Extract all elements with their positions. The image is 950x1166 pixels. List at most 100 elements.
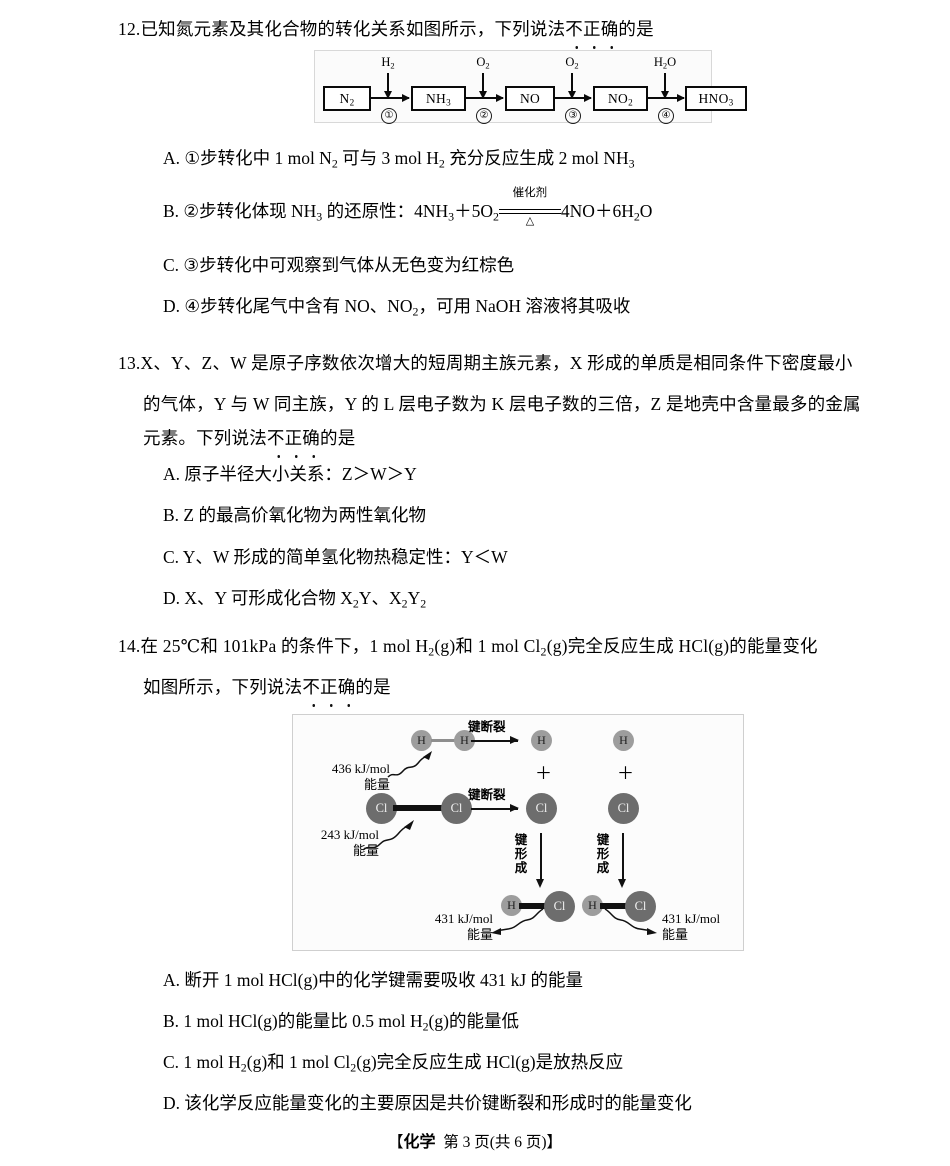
question-13-number: 13.	[118, 353, 141, 373]
chem-box-nh3: NH3	[411, 86, 466, 111]
atom-chlorine-product-1: Cl	[526, 793, 557, 824]
arrow-form-left	[536, 833, 544, 888]
atom-hydrogen-hcl-right: H	[582, 895, 603, 916]
chem-box-n2: N2	[323, 86, 371, 111]
reagent-arrow-2	[478, 73, 487, 99]
question-14-option-c: C. 1 mol H2(g)和 1 mol Cl2(g)完全反应生成 HCl(g…	[163, 1052, 624, 1075]
reaction-condition: 催化剂 △	[498, 187, 561, 227]
squiggle-arrow-431-right	[604, 908, 657, 935]
energy-label-436: 436 kJ/mol 能量	[306, 761, 390, 793]
atom-hydrogen-left: H	[411, 730, 432, 751]
label-bond-break-cl2: 键断裂	[468, 788, 506, 802]
question-13-option-d: D. X、Y 可形成化合物 X2Y、X2Y2	[163, 588, 427, 611]
step-circle-2: ②	[476, 108, 492, 124]
condition-heat: △	[525, 214, 535, 227]
energy-label-243: 243 kJ/mol 能量	[295, 827, 379, 859]
energy-label-431-right: 431 kJ/mol 能量	[662, 911, 740, 943]
figure-hcl-bond-energy: H H 键断裂 H H 436 kJ/mol 能量 Cl Cl 键断裂 Cl C…	[292, 714, 744, 951]
question-13-emphasis: 不正确	[267, 425, 320, 458]
energy-value-431-right: 431 kJ/mol	[662, 911, 721, 926]
bond-form-char-1b: 形	[514, 847, 528, 861]
question-13-stem-line-2: 的气体，Y 与 W 同主族，Y 的 L 层电子数为 K 层电子数的三倍，Z 是地…	[143, 394, 861, 414]
question-12-stem: 12.已知氮元素及其化合物的转化关系如图所示，下列说法不正确的是	[118, 16, 654, 49]
question-13-stem-line-1: 13.X、Y、Z、W 是原子序数依次增大的短周期主族元素，X 形成的单质是相同条…	[118, 350, 853, 376]
question-13-stem-after: 的是	[320, 428, 356, 448]
question-14-stem-after: 的是	[355, 677, 391, 697]
plus-sign-right: ＋	[617, 764, 634, 783]
step-circle-4: ④	[658, 108, 674, 124]
question-13-option-a: A. 原子半径大小关系：Z＞W＞Y	[163, 464, 417, 484]
equation-double-line	[498, 208, 561, 214]
page-footer: 【化学 第 3 页(共 6 页)】	[0, 1128, 950, 1152]
atom-chlorine-hcl-right: Cl	[625, 891, 656, 922]
question-13-option-c: C. Y、W 形成的简单氢化物热稳定性：Y＜W	[163, 547, 508, 567]
energy-label-431-left: 431 kJ/mol 能量	[403, 911, 493, 943]
energy-value-436: 436 kJ/mol	[331, 761, 390, 776]
bond-form-char-2b: 形	[596, 847, 610, 861]
bond-form-char-1a: 键	[514, 833, 528, 847]
arrow-break-cl2	[471, 804, 519, 812]
energy-value-431-left: 431 kJ/mol	[434, 911, 493, 926]
arrow-form-right	[618, 833, 626, 888]
reagent-arrow-4	[660, 73, 669, 99]
question-14-stem-line-2: 如图所示，下列说法不正确的是	[143, 674, 391, 707]
energy-unit-436: 能量	[363, 777, 390, 792]
question-14-emphasis: 不正确	[302, 674, 355, 707]
question-12-number: 12.	[118, 19, 141, 39]
footer-page-number: 第 3 页(共 6 页)	[443, 1134, 547, 1151]
question-14-line-2-text: 如图所示，下列说法	[143, 677, 303, 697]
arrow-break-h2	[471, 736, 519, 744]
bond-cl-cl	[393, 805, 445, 811]
squiggle-arrow-436	[387, 751, 432, 778]
bond-form-char-2a: 键	[596, 833, 610, 847]
question-14-number: 14.	[118, 636, 141, 656]
footer-bracket-open: 【	[387, 1134, 404, 1151]
atom-chlorine-left: Cl	[366, 793, 397, 824]
chem-box-hno3: HNO3	[685, 86, 747, 111]
atom-chlorine-product-2: Cl	[608, 793, 639, 824]
energy-unit-431-right: 能量	[662, 927, 689, 942]
question-12-option-c: C. ③步转化中可观察到气体从无色变为红棕色	[163, 255, 515, 275]
bond-h-cl-left	[519, 903, 549, 909]
question-14-option-b: B. 1 mol HCl(g)的能量比 0.5 mol H2(g)的能量低	[163, 1011, 519, 1034]
question-12-option-a: A. ①步转化中 1 mol N2 可与 3 mol H2 充分反应生成 2 m…	[163, 148, 635, 171]
reagent-arrow-3	[567, 73, 576, 99]
squiggle-arrow-243	[362, 820, 414, 851]
chem-box-no: NO	[505, 86, 555, 111]
question-14-stem-line-1: 14.在 25℃和 101kPa 的条件下，1 mol H2(g)和 1 mol…	[118, 636, 818, 659]
energy-unit-243: 能量	[352, 843, 379, 858]
step-circle-1: ①	[381, 108, 397, 124]
atom-hydrogen-product-1: H	[531, 730, 552, 751]
reagent-label-o2-a: O2	[476, 55, 490, 71]
question-13-option-b: B. Z 的最高价氧化物为两性氧化物	[163, 505, 426, 525]
atom-chlorine-right: Cl	[441, 793, 472, 824]
bond-h-h	[431, 739, 456, 742]
reagent-arrow-1	[383, 73, 392, 99]
atom-chlorine-hcl-left: Cl	[544, 891, 575, 922]
nitrogen-chain: N2 NH3 NO NO2 HNO3 H2 O2 O2 H2O ① ② ③ ④	[315, 51, 747, 124]
condition-catalyst: 催化剂	[512, 186, 548, 199]
footer-bracket-close: 】	[546, 1134, 563, 1151]
energy-unit-431-left: 能量	[466, 927, 493, 942]
reagent-label-h2o: H2O	[653, 55, 677, 71]
squiggle-arrow-431-left	[491, 908, 544, 935]
question-14-option-a: A. 断开 1 mol HCl(g)中的化学键需要吸收 431 kJ 的能量	[163, 970, 583, 990]
question-12-option-d: D. ④步转化尾气中含有 NO、NO2，可用 NaOH 溶液将其吸收	[163, 296, 631, 319]
footer-subject: 化学	[403, 1134, 436, 1151]
plus-sign-left: ＋	[535, 764, 552, 783]
question-12-emphasis: 不正确	[565, 16, 618, 49]
question-13-line-1-text: X、Y、Z、W 是原子序数依次增大的短周期主族元素，X 形成的单质是相同条件下密…	[140, 353, 853, 373]
question-13-stem-line-3: 元素。下列说法不正确的是	[143, 425, 356, 458]
bond-form-char-2c: 成	[596, 861, 610, 875]
reagent-label-h2: H2	[381, 55, 395, 71]
bond-h-cl-right	[600, 903, 630, 909]
atom-hydrogen-product-2: H	[613, 730, 634, 751]
label-bond-form-right: 键 形 成	[596, 833, 610, 875]
atom-hydrogen-hcl-left: H	[501, 895, 522, 916]
energy-value-243: 243 kJ/mol	[320, 827, 379, 842]
bond-form-char-1c: 成	[514, 861, 528, 875]
reagent-label-o2-b: O2	[565, 55, 579, 71]
step-circle-3: ③	[565, 108, 581, 124]
atom-hydrogen-right: H	[454, 730, 475, 751]
